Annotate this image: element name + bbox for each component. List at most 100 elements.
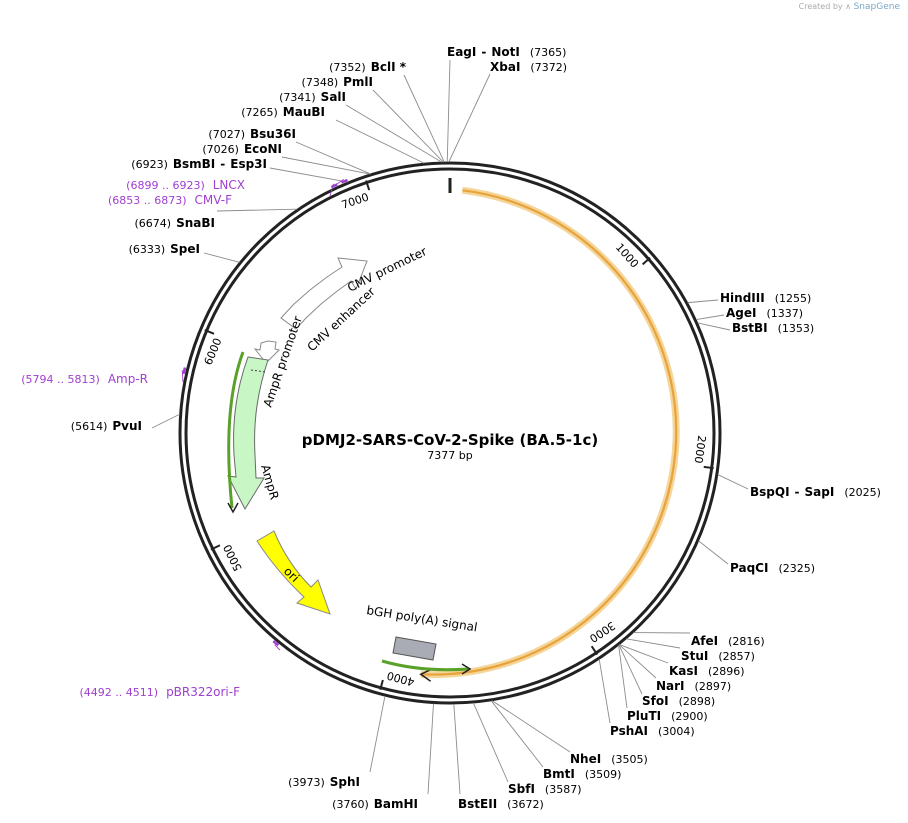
site-bspqi-sep: - [795, 485, 800, 499]
spike-orf-arc [420, 189, 678, 676]
site-line-bsu36i [295, 141, 371, 175]
site-eagi-pos: (7365) [530, 46, 567, 59]
site-line-bmti [490, 700, 544, 768]
site-paqci-label: PaqCI [730, 561, 768, 575]
site-bspqi-label2: SapI [805, 485, 835, 499]
site-line-paqci [698, 540, 729, 565]
snapgene-credit: Created by ∧ SnapGene [799, 2, 900, 12]
site-label-bsu36i: (7027)Bsu36I [208, 127, 296, 141]
ampr-inner-dash [250, 369, 267, 373]
site-label-bsmbi: (6923)BsmBI-Esp3I [131, 157, 267, 171]
site-label-hindiii: HindIII(1255) [720, 291, 811, 305]
site-bsu36i-pos: (7027) [208, 128, 245, 141]
site-bstbi-pos: (1353) [778, 322, 815, 335]
site-line-pluti [618, 645, 628, 709]
site-label-sfoi: SfoI (2898) [642, 694, 715, 708]
site-line-econi [281, 156, 371, 175]
site-line-hindiii [687, 299, 719, 304]
site-sbfi-label: SbfI [508, 782, 535, 796]
site-line-bsmbi [269, 167, 348, 183]
site-label-nari: NarI (2897) [656, 679, 731, 693]
tick-label-7000: 7000 [340, 191, 371, 212]
site-spei-pos: (6333) [129, 243, 166, 256]
site-line-sfoi [618, 644, 643, 695]
plasmid-name: pDMJ2-SARS-CoV-2-Spike (BA.5-1c) [302, 431, 598, 449]
site-bcli-pos: (7352) [329, 61, 366, 74]
label-bgh-polya: bGH poly(A) signal [366, 603, 479, 634]
site-bsmbi-sep: - [220, 157, 225, 171]
site-line-bamhi [427, 703, 434, 795]
site-sfoi-pos: (2898) [679, 695, 716, 708]
site-sali-label: SalI [321, 90, 346, 104]
site-label-xbai: XbaI(7372) [490, 60, 567, 74]
tick-mark-3000 [590, 645, 599, 656]
site-eagi-label: EagI [447, 45, 476, 59]
site-bsteii-pos: (3672) [507, 798, 544, 811]
site-pluti-pos: (2900) [671, 710, 708, 723]
site-label-spei: (6333) SpeI [129, 242, 200, 256]
site-bstbi-label: BstBI [732, 321, 768, 335]
cmv-enhancer-arrow [280, 257, 368, 330]
site-nhei-label: NheI [570, 752, 601, 766]
primer-ampr-range: (5794 .. 5813) [21, 373, 100, 386]
site-label-nhei: NheI(3505) [570, 752, 648, 766]
site-spei-label: SpeI [170, 242, 200, 256]
site-sbfi-pos: (3587) [545, 783, 582, 796]
site-sfoi-label: SfoI [642, 694, 669, 708]
site-line-maubi [335, 119, 425, 164]
site-bamhi-label: BamHI [374, 797, 418, 811]
site-bsmbi-label: BsmBI [173, 157, 215, 171]
primer-label-pbr322: (4492 .. 4511) pBR322ori-F [80, 685, 241, 699]
tick-label-4000: 4000 [385, 669, 415, 689]
site-hindiii-pos: (1255) [775, 292, 812, 305]
tick-mark-4000 [379, 679, 384, 690]
site-stui-pos: (2857) [718, 650, 755, 663]
site-econi-pos: (7026) [202, 143, 239, 156]
primer-line-cmvf [329, 183, 334, 197]
site-nari-pos: (2897) [695, 680, 732, 693]
primer-label-ampr: (5794 .. 5813)Amp-R [21, 372, 148, 386]
site-sphi-label: SphI [330, 775, 360, 789]
site-line-nhei [491, 700, 571, 753]
site-bsmbi-label2: Esp3I [230, 157, 267, 171]
site-label-pvui: (5614)PvuI [71, 419, 142, 433]
site-label-bcli: (7352)BclI * [329, 60, 407, 74]
site-line-snabi [216, 208, 298, 212]
site-label-eagi: EagI-NotI(7365) [447, 45, 566, 59]
site-sphi-pos: (3973) [288, 776, 325, 789]
backbone-outer [178, 161, 722, 705]
site-eagi-label2: NotI [491, 45, 520, 59]
site-line-sbfi [472, 702, 509, 783]
site-label-econi: (7026)EcoNI [202, 142, 282, 156]
site-nari-label: NarI [656, 679, 685, 693]
site-label-bmti: BmtI (3509) [543, 767, 621, 781]
site-snabi-pos: (6674) [135, 217, 172, 230]
site-label-sbfi: SbfI (3587) [508, 782, 582, 796]
site-maubi-label: MauBI [283, 105, 325, 119]
site-line-kasi [619, 644, 669, 664]
primer-cmvf-name: CMV-F [195, 193, 233, 207]
site-bmti-label: BmtI [543, 767, 575, 781]
site-pvui-pos: (5614) [71, 420, 108, 433]
site-label-bamhi: (3760)BamHI [332, 797, 418, 811]
site-agei-label: AgeI [726, 306, 756, 320]
site-snabi-label: SnaBI [176, 216, 215, 230]
site-maubi-pos: (7265) [241, 106, 278, 119]
primer-label-cmvf: (6853 .. 6873) CMV-F [108, 193, 232, 207]
primer-pbr322-name: pBR322ori-F [166, 685, 240, 699]
site-label-agei: AgeI(1337) [726, 306, 803, 320]
primer-pbr322-range: (4492 .. 4511) [80, 686, 159, 699]
site-afei-label: AfeI [691, 634, 718, 648]
site-bmti-pos: (3509) [585, 768, 622, 781]
site-line-pshai [598, 659, 611, 724]
site-line-agei [696, 314, 725, 320]
site-label-sphi: (3973) SphI [288, 775, 360, 789]
bgh-direction-head [461, 663, 472, 675]
site-xbai-pos: (7372) [530, 61, 567, 74]
primer-line-ampr [181, 370, 184, 383]
site-paqci-pos: (2325) [778, 562, 815, 575]
plasmid-length: 7377 bp [427, 449, 472, 462]
primer-cmvf-range: (6853 .. 6873) [108, 194, 187, 207]
site-line-eagi [446, 59, 451, 163]
site-label-pluti: PluTI(2900) [627, 709, 708, 723]
